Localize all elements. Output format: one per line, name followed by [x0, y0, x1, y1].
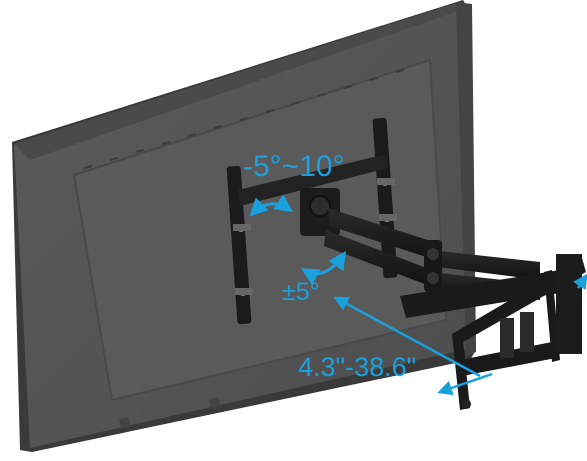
tilt-rotation-arrows: [249, 194, 347, 285]
wall-plate: [400, 254, 586, 410]
swivel-range-label: ±5°: [282, 278, 320, 306]
extension-dimension-line: [333, 273, 587, 396]
vent-slots: [83, 69, 405, 169]
cross-bar: [238, 154, 388, 206]
articulating-arms: [300, 188, 540, 300]
extension-range-label: 4.3"-38.6": [298, 352, 417, 382]
tilt-range-label: -5°~10°: [243, 150, 345, 183]
